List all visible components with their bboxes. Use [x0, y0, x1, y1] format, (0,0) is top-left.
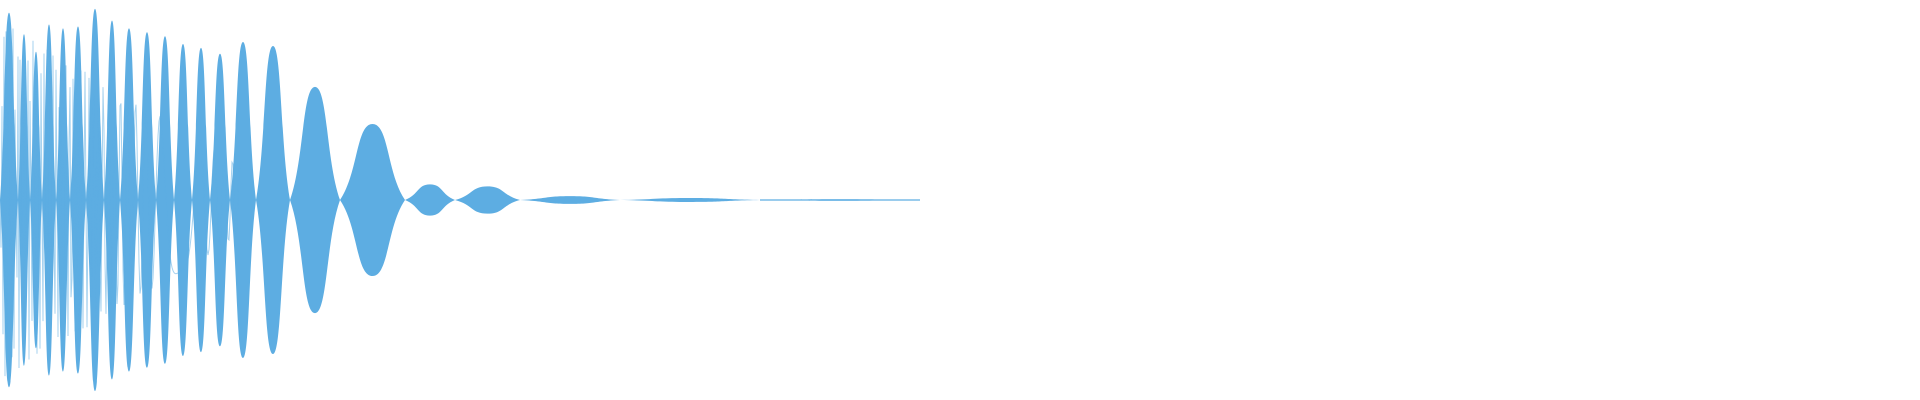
waveform-lobe	[230, 42, 256, 358]
waveform-lobe	[340, 123, 405, 277]
waveform-lobe	[455, 186, 520, 214]
waveform-lobe	[520, 196, 620, 204]
waveform-lobe	[174, 44, 192, 356]
waveform-lobes	[0, 8, 920, 392]
waveform-lobe	[192, 47, 210, 353]
waveform-lobe	[18, 34, 30, 366]
waveform-lobe	[405, 184, 455, 216]
waveform-lobe	[156, 36, 174, 364]
waveform-lobe	[104, 20, 120, 380]
waveform-lobe	[256, 45, 290, 355]
waveform-lobe	[290, 86, 340, 314]
waveform-fine-oscillation	[0, 28, 241, 377]
waveform-lobe	[138, 32, 156, 368]
waveform-lobe	[210, 53, 230, 347]
waveform-lobe	[620, 198, 760, 202]
